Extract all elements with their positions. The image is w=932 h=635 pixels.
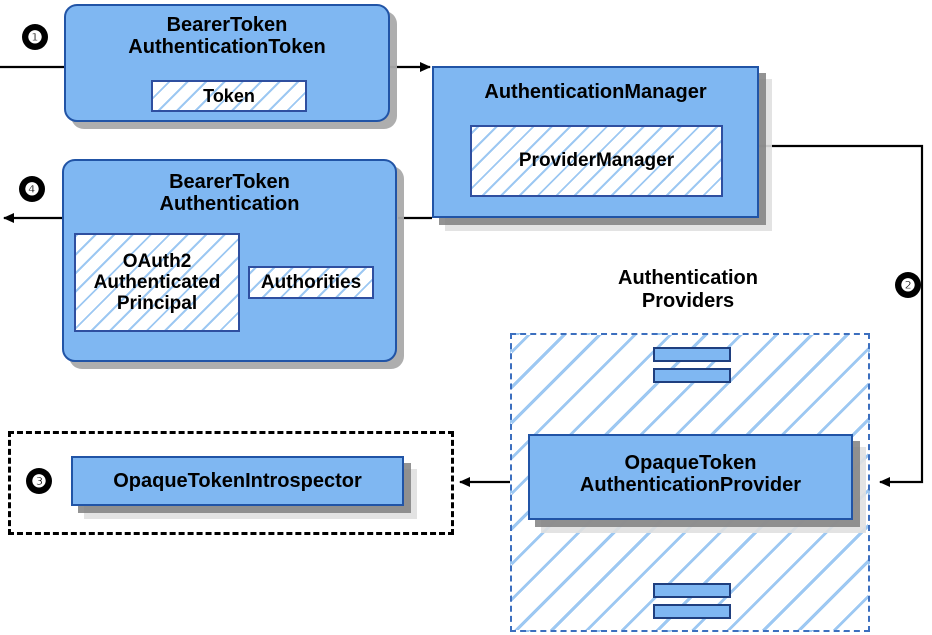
opaque-token-authentication-provider-title: OpaqueToken AuthenticationProvider — [579, 452, 802, 497]
opaque-token-introspector-title: OpaqueTokenIntrospector — [113, 470, 362, 492]
node-opaque-token-authentication-provider[interactable]: OpaqueToken AuthenticationProvider — [528, 434, 853, 520]
inner-provider-manager-box: ProviderManager — [470, 125, 723, 197]
provider-bar-top-2 — [653, 368, 731, 383]
node-bearer-token-authentication-token[interactable]: BearerToken AuthenticationToken Token — [64, 4, 390, 122]
node-opaque-token-introspector[interactable]: OpaqueTokenIntrospector — [71, 456, 404, 506]
step-marker-4: ❹ — [19, 176, 45, 202]
step-marker-3: ❸ — [26, 468, 52, 494]
bearer-token-authentication-title: BearerToken Authentication — [159, 171, 300, 216]
provider-bar-bottom-2 — [653, 604, 731, 619]
opaque-token-introspector-container — [8, 431, 454, 535]
node-bearer-token-authentication[interactable]: BearerToken Authentication OAuth2 Authen… — [62, 159, 397, 362]
step-marker-1: ❶ — [22, 24, 48, 50]
provider-bar-bottom-1 — [653, 583, 731, 598]
bearer-token-authentication-token-title: BearerToken AuthenticationToken — [128, 14, 326, 59]
provider-bar-top-1 — [653, 347, 731, 362]
node-authentication-manager[interactable]: AuthenticationManager ProviderManager — [432, 66, 759, 218]
inner-oauth2-authenticated-principal-box: OAuth2 Authenticated Principal — [74, 233, 240, 332]
inner-authorities-box: Authorities — [248, 266, 374, 299]
step-marker-2: ❷ — [895, 272, 921, 298]
authentication-manager-title: AuthenticationManager — [484, 81, 707, 103]
authentication-providers-label: Authentication Providers — [618, 267, 758, 312]
inner-token-box: Token — [151, 80, 307, 112]
